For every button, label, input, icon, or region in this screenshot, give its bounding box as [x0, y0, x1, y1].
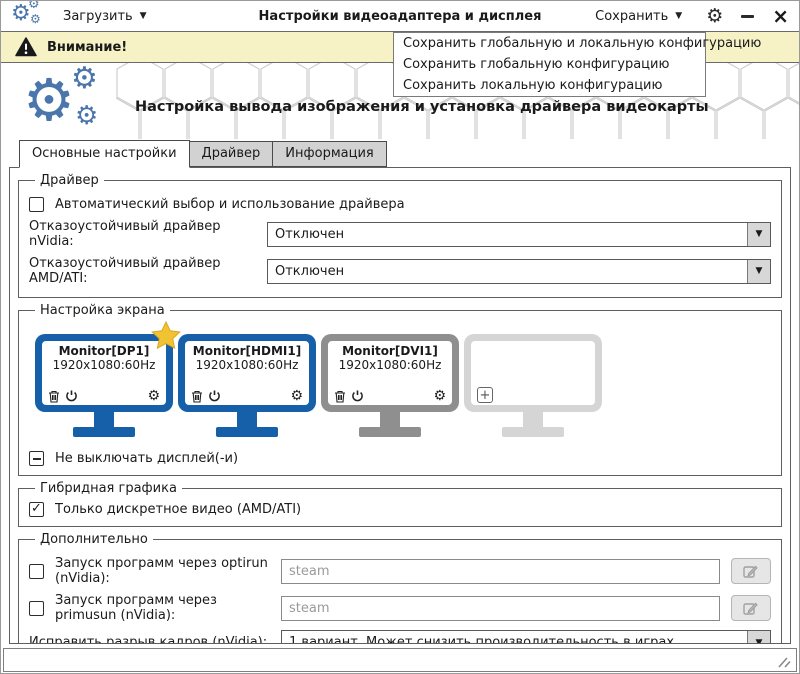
menu-item-save-local[interactable]: Сохранить локальную конфигурацию: [403, 78, 663, 93]
screen-group-title: Настройка экрана: [40, 303, 165, 318]
page-subtitle: Настройка вывода изображения и установка…: [135, 99, 709, 115]
amd-failsafe-dropdown-button[interactable]: ▼: [747, 259, 770, 283]
edit-pencil-icon: [743, 602, 758, 615]
tab-information[interactable]: Информация: [272, 141, 387, 167]
settings-gear-icon[interactable]: ⚙: [706, 4, 724, 27]
primusun-checkbox[interactable]: [29, 600, 44, 616]
monitor-card-empty[interactable]: +: [464, 334, 602, 437]
primusun-edit-button[interactable]: [731, 595, 771, 621]
title-bar: ⚙⚙⚙ Загрузить ▼ Настройки видеоадаптера …: [1, 1, 799, 32]
amd-failsafe-label: Отказоустойчивый драйвер AMD/ATI:: [29, 256, 221, 286]
extra-group: Дополнительно Запуск программ через opti…: [18, 532, 782, 644]
extra-group-title: Дополнительно: [40, 532, 148, 547]
monitor-card-dp1[interactable]: Monitor[DP1] 1920x1080:60Hz ⚙: [35, 321, 181, 437]
monitor-list: Monitor[DP1] 1920x1080:60Hz ⚙: [29, 320, 771, 437]
warning-label: Внимание!: [47, 39, 128, 55]
monitor-mode: 1920x1080:60Hz: [52, 358, 156, 372]
load-button-label: Загрузить: [63, 8, 133, 24]
tab-bar: Основные настройки Драйвер Информация: [1, 139, 799, 168]
keep-display-on-checkbox[interactable]: [29, 451, 44, 466]
minimize-button[interactable]: [741, 14, 755, 18]
chevron-down-icon: ▼: [139, 11, 147, 21]
driver-group-title: Драйвер: [40, 173, 99, 188]
amd-failsafe-value: Отключен: [275, 263, 345, 279]
primusun-label: Запуск программ через primusun (nVidia):: [55, 593, 217, 623]
monitor-name: Monitor[HDMI1]: [192, 344, 302, 358]
monitor-name: Monitor[DVI1]: [342, 344, 438, 358]
save-button-label: Сохранить: [595, 8, 669, 24]
optirun-edit-button[interactable]: [731, 558, 771, 584]
load-button[interactable]: Загрузить ▼: [57, 6, 153, 27]
monitor-settings-icon[interactable]: ⚙: [290, 388, 303, 404]
optirun-command-input[interactable]: [281, 558, 720, 584]
tearing-fix-select[interactable]: 1 вариант. Может снизить производительно…: [281, 630, 771, 644]
delete-monitor-icon[interactable]: [334, 390, 346, 403]
screen-group: Настройка экрана Monitor[DP1] 1920x1080:…: [18, 303, 782, 476]
app-gears-logo-icon: ⚙⚙⚙: [11, 0, 41, 26]
save-button[interactable]: Сохранить ▼: [589, 6, 688, 27]
primary-star-icon: [151, 321, 181, 350]
power-icon[interactable]: [65, 390, 78, 403]
tearing-fix-dropdown-button[interactable]: ▼: [747, 631, 770, 644]
nvidia-failsafe-select[interactable]: Отключен ▼: [267, 221, 771, 247]
chevron-down-icon: ▼: [755, 637, 763, 644]
menu-item-save-global[interactable]: Сохранить глобальную конфигурацию: [403, 57, 670, 72]
delete-monitor-icon[interactable]: [48, 390, 60, 403]
keep-display-on-label: Не выключать дисплей(-и): [55, 451, 239, 466]
chevron-down-icon: ▼: [675, 11, 683, 21]
tab-content: Драйвер Автоматический выбор и использов…: [9, 167, 791, 644]
nvidia-failsafe-dropdown-button[interactable]: ▼: [747, 222, 770, 246]
resize-grip-icon[interactable]: [778, 657, 792, 668]
discrete-only-checkbox[interactable]: [29, 502, 44, 517]
warning-triangle-icon: [15, 37, 37, 57]
monitor-settings-icon[interactable]: ⚙: [147, 388, 160, 404]
power-icon[interactable]: [351, 390, 364, 403]
hybrid-group: Гибридная графика Только дискретное виде…: [18, 481, 782, 527]
monitor-name: Monitor[DP1]: [58, 344, 150, 358]
nvidia-failsafe-value: Отключен: [275, 226, 345, 242]
add-monitor-icon[interactable]: +: [477, 387, 493, 403]
save-dropdown-menu: Сохранить глобальную и локальную конфигу…: [393, 32, 762, 97]
amd-failsafe-select[interactable]: Отключен ▼: [267, 258, 771, 284]
auto-driver-checkbox[interactable]: [29, 197, 44, 212]
chevron-down-icon: ▼: [755, 229, 763, 239]
tearing-fix-value: 1 вариант. Может снизить производительно…: [289, 635, 675, 644]
auto-driver-label: Автоматический выбор и использование дра…: [55, 197, 405, 212]
optirun-checkbox[interactable]: [29, 563, 44, 579]
menu-item-save-global-and-local[interactable]: Сохранить глобальную и локальную конфигу…: [403, 36, 762, 51]
edit-pencil-icon: [743, 565, 758, 578]
monitor-card-hdmi1[interactable]: Monitor[HDMI1] 1920x1080:60Hz ⚙: [178, 334, 316, 437]
nvidia-failsafe-label: Отказоустойчивый драйвер nVidia:: [29, 219, 221, 249]
monitor-settings-icon[interactable]: ⚙: [433, 388, 446, 404]
close-button[interactable]: ×: [772, 4, 789, 28]
power-icon[interactable]: [208, 390, 221, 403]
monitor-mode: 1920x1080:60Hz: [195, 358, 299, 372]
monitor-card-dvi1[interactable]: Monitor[DVI1] 1920x1080:60Hz ⚙: [321, 334, 459, 437]
optirun-label: Запуск программ через optirun (nVidia):: [55, 556, 268, 586]
app-gears-logo-large-icon: ⚙⚙⚙: [23, 63, 99, 134]
monitor-mode: 1920x1080:60Hz: [338, 358, 442, 372]
discrete-only-label: Только дискретное видео (AMD/ATI): [55, 502, 302, 517]
driver-group: Драйвер Автоматический выбор и использов…: [18, 173, 782, 298]
hybrid-group-title: Гибридная графика: [40, 481, 177, 496]
delete-monitor-icon[interactable]: [191, 390, 203, 403]
tab-driver[interactable]: Драйвер: [188, 141, 274, 167]
chevron-down-icon: ▼: [755, 266, 763, 276]
tab-main-settings[interactable]: Основные настройки: [19, 140, 190, 168]
primusun-command-input[interactable]: [281, 595, 720, 621]
tearing-fix-label: Исправить разрыв кадров (nVidia):: [29, 635, 268, 644]
status-bar: [3, 648, 797, 672]
